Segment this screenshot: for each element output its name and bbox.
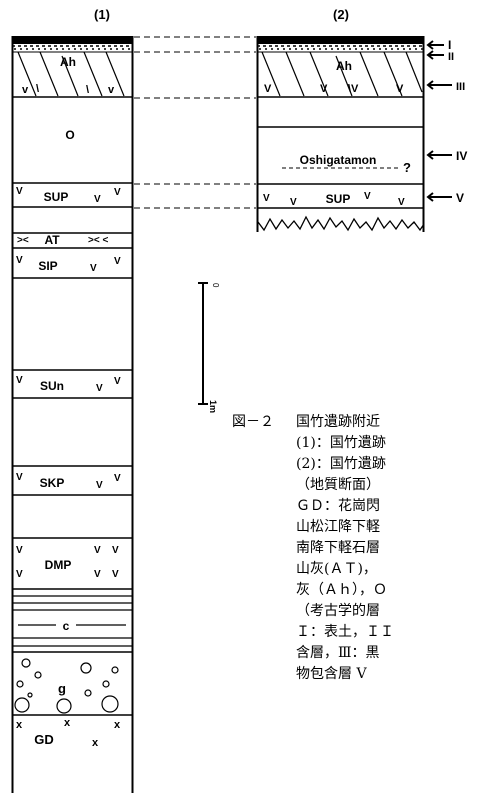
svg-text:\: \ xyxy=(86,84,89,96)
caption-row-1: 図－２ 国竹遺跡附近 xyxy=(232,412,480,433)
svg-text:x: x xyxy=(64,717,71,729)
column-1-label: (1) xyxy=(94,7,110,22)
figure-caption: 図－２ 国竹遺跡附近 (1)：国竹遺跡 (2)：国竹遺跡 （地質断面） ＧＤ：花… xyxy=(232,412,480,685)
svg-text:V: V xyxy=(94,194,101,205)
caption-line-5: ＧＤ：花崗閃 xyxy=(296,496,480,517)
caption-line-11: Ｉ：表土，ＩＩ xyxy=(296,622,480,643)
column-2-label: (2) xyxy=(333,7,349,22)
svg-text:V: V xyxy=(90,263,97,274)
svg-text:V: V xyxy=(96,480,103,491)
topsoil-band xyxy=(12,36,133,44)
marker-III: III xyxy=(456,81,465,93)
col2-ah-v-marks: V V \V V xyxy=(264,83,404,95)
svg-text:x: x xyxy=(16,719,23,731)
svg-text:V: V xyxy=(264,83,272,95)
svg-text:V: V xyxy=(16,255,23,266)
svg-text:V: V xyxy=(96,383,103,394)
scale-bottom-label: 1m xyxy=(208,400,218,413)
column-2: Ah V V \V V Oshigatamon ? V V V V SUP xyxy=(257,36,424,232)
col1-sun-v-marks: VVV xyxy=(16,375,121,394)
svg-text:\: \ xyxy=(36,83,39,95)
svg-text:V: V xyxy=(263,193,270,204)
col1-gd-label: GD xyxy=(34,732,54,747)
svg-text:V: V xyxy=(16,545,23,556)
col1-c-laminations xyxy=(12,596,132,646)
svg-text:x: x xyxy=(92,737,99,749)
caption-line-3: (2)：国竹遺跡 xyxy=(296,454,480,475)
col2-sup-label: SUP xyxy=(326,192,351,206)
svg-text:V: V xyxy=(320,83,328,95)
svg-text:V: V xyxy=(398,197,405,208)
svg-text:V: V xyxy=(396,83,404,95)
col1-g-label: g xyxy=(58,681,66,696)
col2-ah-label: Ah xyxy=(336,59,352,73)
caption-line-9: 灰（Ａｈ），Ｏ xyxy=(296,580,480,601)
svg-text:V: V xyxy=(16,186,23,197)
caption-line-12: 含層，Ⅲ：黒 xyxy=(296,643,480,664)
col1-sip-v-marks: VVV xyxy=(16,255,121,274)
svg-text:V: V xyxy=(16,472,23,483)
caption-line-2: (1)：国竹遺跡 xyxy=(296,433,480,454)
col1-dmp-label: DMP xyxy=(45,558,72,572)
col1-at-label: AT xyxy=(44,233,60,247)
col1-sun-label: SUn xyxy=(40,379,64,393)
caption-body: (1)：国竹遺跡 (2)：国竹遺跡 （地質断面） ＧＤ：花崗閃 山松江降下軽 南… xyxy=(232,433,480,685)
svg-text:V: V xyxy=(114,473,121,484)
correlation-lines xyxy=(134,37,256,208)
svg-text:V: V xyxy=(94,545,101,556)
svg-text:v: v xyxy=(22,84,29,96)
caption-line-7: 南降下軽石層 xyxy=(296,538,480,559)
svg-text:V: V xyxy=(114,376,121,387)
marker-I: I xyxy=(448,38,451,52)
col1-at-pattern-left: >< xyxy=(17,235,29,246)
svg-text:V: V xyxy=(112,569,119,580)
svg-text:V: V xyxy=(112,545,119,556)
marker-V: V xyxy=(456,191,464,205)
caption-line-1: 国竹遺跡附近 xyxy=(296,412,380,433)
caption-line-13: 物包含層 Ⅴ xyxy=(296,664,480,685)
col1-o-label: O xyxy=(65,128,74,142)
svg-text:V: V xyxy=(16,569,23,580)
col1-gd-x-marks: x x x x xyxy=(16,717,121,749)
col1-at-pattern-right: >< < xyxy=(88,235,108,246)
caption-line-8: 山灰(ＡＴ)， xyxy=(296,559,480,580)
svg-text:V: V xyxy=(114,256,121,267)
scale-top-label: 0 xyxy=(211,283,220,288)
svg-text:V: V xyxy=(114,187,121,198)
col2-break-line xyxy=(258,217,424,230)
scale-bar xyxy=(198,283,208,404)
col2-question-mark: ? xyxy=(403,160,411,175)
svg-text:\V: \V xyxy=(348,83,359,95)
col1-skp-v-marks: VVV xyxy=(16,472,121,491)
col2-topsoil-band xyxy=(257,36,424,44)
col2-oshigatamon-label: Oshigatamon xyxy=(300,153,377,167)
col1-sup-v-marks: VVV xyxy=(16,186,121,205)
marker-II: II xyxy=(448,51,454,63)
caption-line-10: （考古学的層 xyxy=(296,601,480,622)
dotted-band xyxy=(12,46,132,52)
caption-line-6: 山松江降下軽 xyxy=(296,517,480,538)
svg-text:v: v xyxy=(108,84,115,96)
col1-sip-label: SIP xyxy=(38,259,57,273)
svg-text:V: V xyxy=(16,375,23,386)
layer-markers xyxy=(428,41,452,201)
col1-ah-label: Ah xyxy=(60,55,76,69)
svg-text:x: x xyxy=(114,719,121,731)
marker-IV: IV xyxy=(456,149,467,163)
svg-text:V: V xyxy=(94,569,101,580)
col1-sup-label: SUP xyxy=(44,190,69,204)
figure-label: 図－２ xyxy=(232,412,296,433)
col1-skp-label: SKP xyxy=(40,476,65,490)
column-1: Ah v\\v O VVV SUP >< AT >< < VVV SIP VVV… xyxy=(12,36,133,793)
caption-line-4: （地質断面） xyxy=(296,475,480,496)
svg-text:V: V xyxy=(364,191,371,202)
col2-dotted-band xyxy=(257,46,423,52)
svg-text:V: V xyxy=(290,197,297,208)
col1-gravel-circles xyxy=(15,659,118,713)
col1-c-label: c xyxy=(63,619,70,633)
